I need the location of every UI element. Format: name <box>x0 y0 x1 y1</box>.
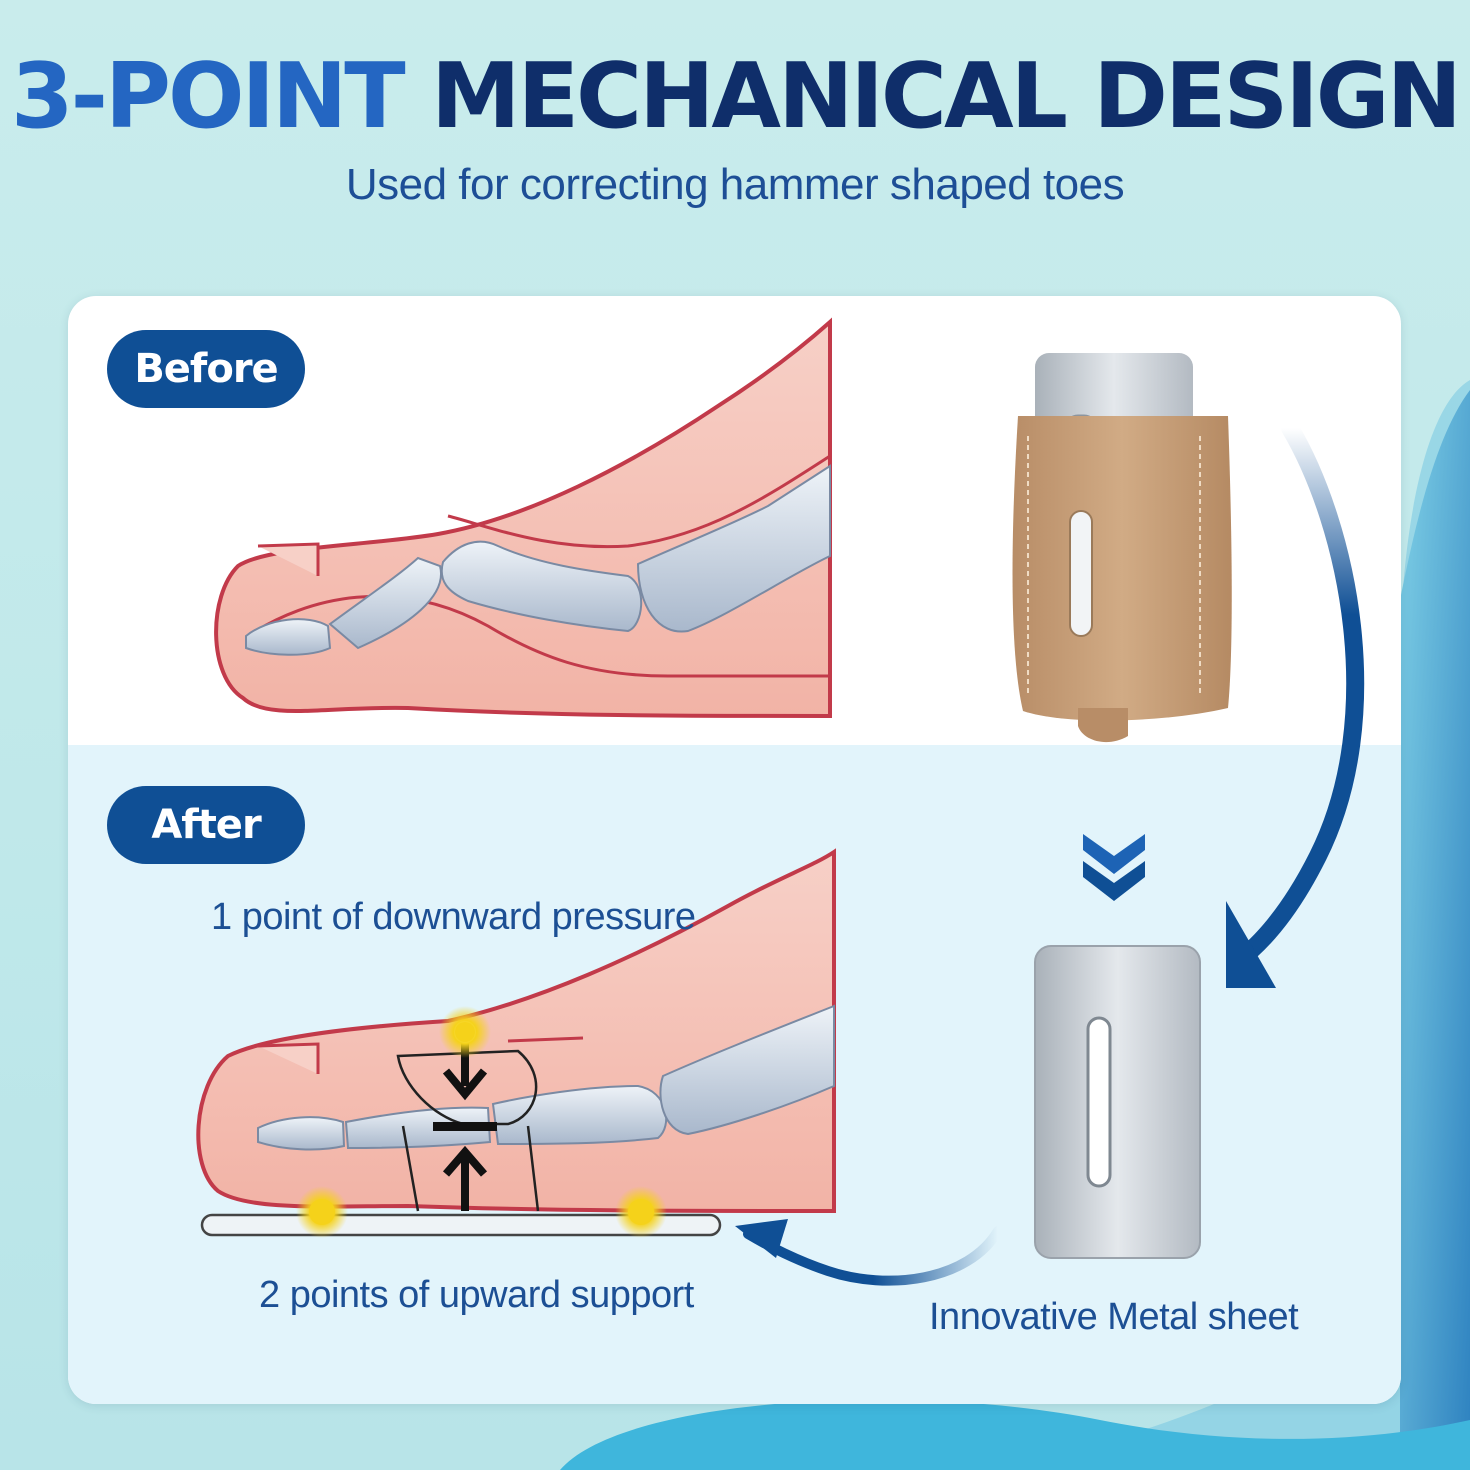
headline-accent: 3-POINT <box>11 44 406 149</box>
product-sleeve <box>1012 353 1232 743</box>
upward-support-label: 2 points of upward support <box>259 1274 694 1316</box>
downward-pressure-label: 1 point of downward pressure <box>211 896 696 938</box>
arrow-left-curve-icon <box>735 1219 1003 1286</box>
after-badge: After <box>107 786 305 864</box>
headline: 3-POINT MECHANICAL DESIGN <box>0 42 1470 152</box>
chevron-down-icon <box>1083 834 1145 901</box>
before-badge: Before <box>107 330 305 408</box>
comparison-card: Before After 1 point of downward pressur… <box>68 296 1401 1404</box>
after-foot-illustration <box>196 848 836 1238</box>
before-foot-illustration <box>214 317 832 719</box>
metal-sheet-label: Innovative Metal sheet <box>929 1296 1299 1338</box>
metal-sheet <box>1034 945 1201 1259</box>
headline-main: MECHANICAL DESIGN <box>431 44 1462 149</box>
arrow-right-curve-icon <box>1226 419 1365 988</box>
illustration-layer <box>196 317 1365 1286</box>
subtitle: Used for correcting hammer shaped toes <box>345 160 1125 209</box>
